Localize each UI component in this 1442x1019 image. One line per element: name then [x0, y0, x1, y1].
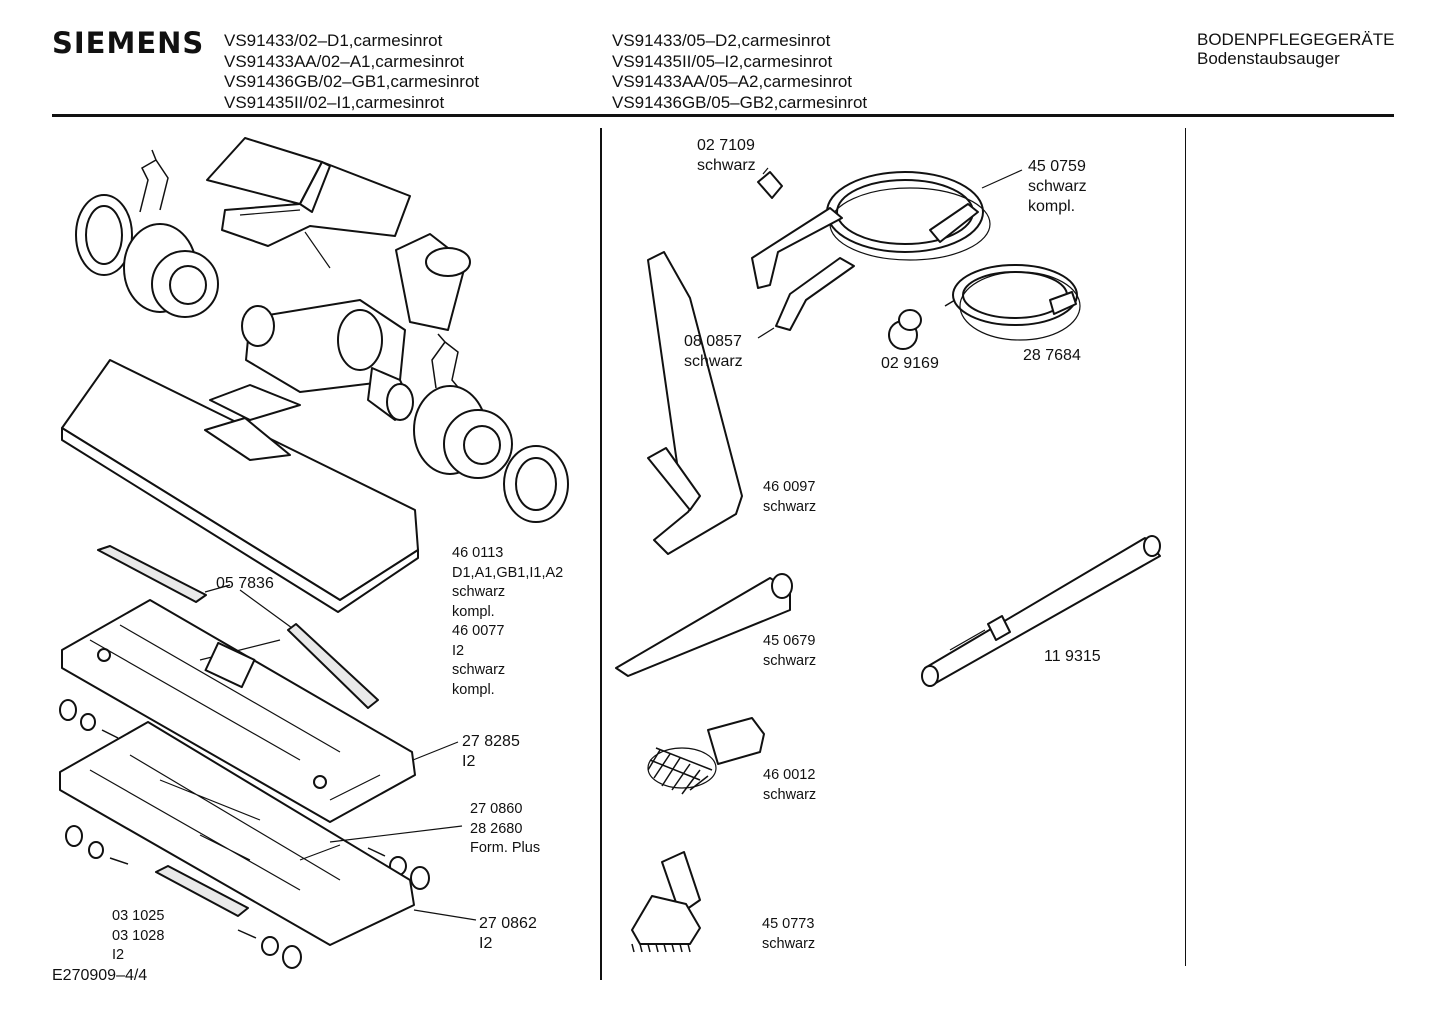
part-number: 46 0097: [763, 479, 816, 495]
model-item: VS91433AA/05–A2,carmesinrot: [612, 72, 853, 91]
wheel-ring-right: [503, 445, 569, 523]
leader-lines-left: [329, 741, 477, 921]
part-number: 27 0862: [479, 915, 537, 932]
part-number: 46 0113: [452, 545, 504, 561]
brush-nozzle: [647, 717, 765, 795]
part-number: 03 1028: [112, 927, 165, 944]
part-number: 28 2680: [470, 820, 523, 837]
column-divider: [1185, 128, 1186, 966]
part-number: 46 0077: [452, 623, 505, 639]
nozzle-top-cover: [206, 137, 411, 269]
part-variants: I2: [479, 935, 493, 952]
label-telescopic-tube: 11 9315: [1044, 648, 1101, 665]
telescopic-tube: [921, 535, 1161, 687]
part-variants: D1,A1,GB1,I1,A2: [452, 564, 564, 581]
suction-hose-short: [944, 264, 1081, 341]
drawing-id: E270909–4/4: [52, 967, 148, 984]
hose-clip: [757, 171, 783, 199]
model-item: VS91433AA/02–A1,carmesinrot: [224, 51, 465, 71]
model-item: VS91435II/02–I1,carmesinrot: [224, 92, 445, 112]
clip-part: [431, 333, 463, 393]
category-subtitle: Bodenstaubsauger: [1197, 49, 1340, 68]
part-color: schwarz: [697, 157, 756, 174]
nozzle-housing: [61, 359, 419, 613]
part-number: 46 0012: [763, 767, 816, 783]
label-bottom: 27 0862 I2: [479, 914, 537, 954]
wheel-ring-left: [75, 194, 133, 276]
part-number: 45 0759: [1028, 158, 1086, 175]
model-item: VS91435II/05–I2,carmesinrot: [612, 51, 833, 71]
label-hose-short: 28 7684: [1023, 347, 1081, 364]
part-color: schwarz: [763, 498, 817, 515]
model-item: VS91433/02–D1,carmesinrot: [224, 31, 443, 50]
model-item: VS91433/05–D2,carmesinrot: [612, 31, 831, 50]
label-dusting-brush: 45 0773 schwarz: [762, 915, 815, 954]
sole-plate-upper: [61, 599, 416, 823]
part-number: 02 7109: [697, 137, 755, 154]
model-item: VS91436GB/02–GB1,carmesinrot: [224, 72, 480, 91]
model-list-left: VS91433/02–D1,carmesinrot VS91433AA/02–A…: [224, 31, 479, 113]
bent-tube: [757, 257, 855, 339]
wheel-left: [123, 223, 219, 318]
part-variants: I2: [462, 753, 476, 770]
wheel-right: [413, 385, 513, 479]
part-number: 03 1025: [112, 908, 165, 924]
nozzle-joint-body: [241, 233, 471, 421]
column-divider: [600, 128, 602, 980]
part-note: kompl.: [452, 681, 495, 698]
hose-adapter: [888, 309, 922, 350]
label-upholstery-nozzle: 46 0097 schwarz: [763, 478, 816, 517]
part-note: Form. Plus: [470, 840, 541, 856]
seal-strip: [287, 623, 379, 709]
part-number: 27 8285: [462, 733, 520, 750]
part-color: schwarz: [452, 584, 506, 600]
label-plate-upper: 27 8285 I2: [462, 732, 520, 772]
part-color: schwarz: [452, 662, 506, 678]
part-number: 45 0773: [762, 916, 815, 932]
seal-strip: [155, 865, 249, 917]
part-color: schwarz: [1028, 178, 1087, 195]
clip-part: [139, 149, 169, 213]
part-note: kompl.: [452, 603, 495, 620]
brand-logo: SIEMENS: [52, 26, 205, 60]
label-adapter: 02 9169: [881, 355, 939, 372]
part-color: schwarz: [763, 652, 817, 669]
label-rollers: 03 1025 03 1028 I2: [112, 907, 164, 966]
category-block: BODENPFLEGEGERÄTE Bodenstaubsauger: [1197, 30, 1394, 68]
sole-plate-lower: [59, 721, 415, 946]
label-strip: 05 7836: [216, 575, 274, 592]
crevice-tool: [615, 573, 793, 677]
label-bent-tube: 08 0857 schwarz: [684, 332, 743, 372]
part-variants: I2: [452, 642, 465, 659]
part-number: 45 0679: [763, 633, 816, 649]
label-brush: 46 0012 schwarz: [763, 766, 816, 805]
part-number: 08 0857: [684, 333, 742, 350]
suction-hose-long: [751, 169, 1023, 289]
label-plate-lower: 27 0860 28 2680 Form. Plus: [470, 800, 540, 859]
upholstery-nozzle: [647, 251, 743, 555]
label-hose-long: 45 0759 schwarz kompl.: [1028, 157, 1087, 217]
part-number: 27 0860: [470, 801, 523, 817]
model-item: VS91436GB/05–GB2,carmesinrot: [612, 92, 868, 112]
part-color: schwarz: [684, 353, 743, 370]
header-rule: [52, 114, 1394, 117]
label-clip: 02 7109 schwarz: [697, 136, 756, 176]
category-title: BODENPFLEGEGERÄTE: [1197, 30, 1395, 49]
part-note: kompl.: [1028, 198, 1076, 215]
part-color: schwarz: [763, 786, 817, 803]
part-variants: I2: [112, 947, 125, 963]
label-nozzle-main: 46 0113 D1,A1,GB1,I1,A2 schwarz kompl. 4…: [452, 544, 563, 700]
roller-set: [59, 699, 430, 969]
label-crevice-tool: 45 0679 schwarz: [763, 632, 816, 671]
part-color: schwarz: [762, 935, 816, 952]
seal-strip: [97, 545, 207, 603]
dusting-brush: [631, 851, 701, 953]
model-list-right: VS91433/05–D2,carmesinrot VS91435II/05–I…: [612, 31, 867, 113]
